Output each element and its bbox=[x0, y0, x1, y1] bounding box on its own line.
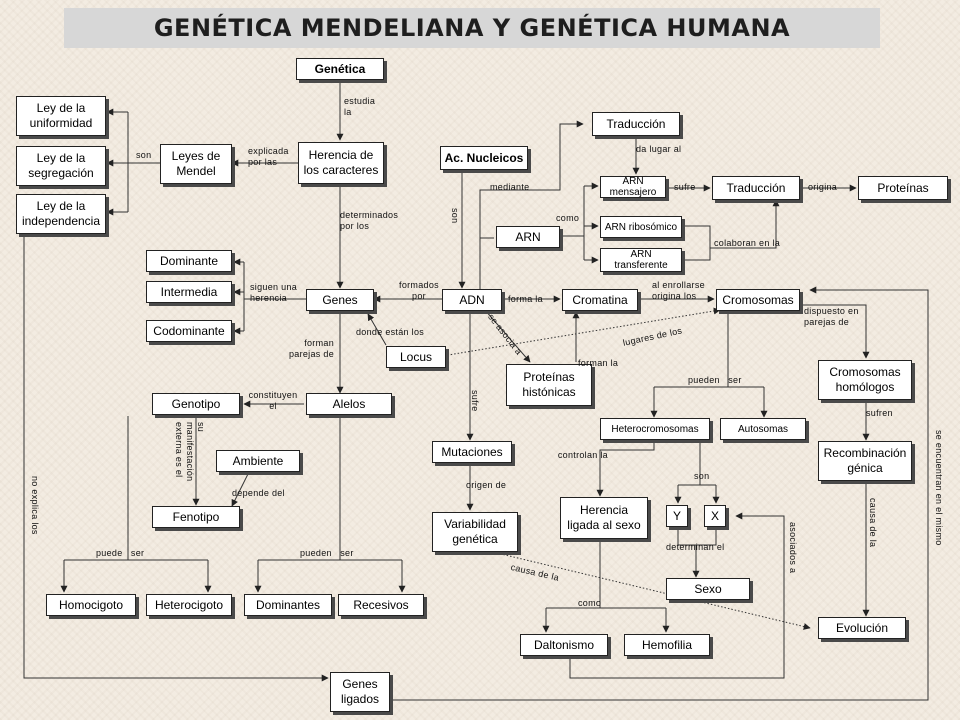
label-colaboran-en-la: colaboran en la bbox=[714, 238, 781, 248]
node-ambiente: Ambiente bbox=[216, 450, 300, 472]
node-arn: ARN bbox=[496, 226, 560, 248]
label-no-explica-los: no explica los bbox=[30, 476, 40, 535]
node-mutaciones: Mutaciones bbox=[432, 441, 512, 463]
label-sufre: sufre bbox=[674, 182, 696, 192]
label-pueden-ser-2: pueden ser bbox=[300, 548, 354, 558]
label-depende-del: depende del bbox=[232, 488, 285, 498]
node-ley-segregacion: Ley de la segregación bbox=[16, 146, 106, 186]
node-leyes-mendel: Leyes de Mendel bbox=[160, 144, 232, 184]
label-forma-la: forma la bbox=[508, 294, 543, 304]
label-causa-de-la-v: causa de la bbox=[868, 498, 878, 548]
node-arn-ribosomico: ARN ribosómico bbox=[600, 216, 682, 238]
label-como: como bbox=[556, 213, 580, 223]
node-cromatina: Cromatina bbox=[562, 289, 638, 311]
label-donde-estan-los: donde están los bbox=[356, 327, 425, 337]
label-estudia-la: estudia la bbox=[344, 96, 376, 117]
label-siguen-una-herencia: siguen una herencia bbox=[250, 282, 298, 303]
node-recesivos: Recesivos bbox=[338, 594, 424, 616]
node-herencia-caracteres: Herencia de los caracteres bbox=[298, 142, 384, 184]
node-arn-transferente: ARN transferente bbox=[600, 248, 682, 272]
node-ley-independencia: Ley de la independencia bbox=[16, 194, 106, 234]
node-proteinas: Proteínas bbox=[858, 176, 948, 200]
node-arn-mensajero: ARN mensajero bbox=[600, 176, 666, 198]
node-ley-uniformidad: Ley de la uniformidad bbox=[16, 96, 106, 136]
title-bar: GENÉTICA MENDELIANA Y GENÉTICA HUMANA bbox=[64, 8, 880, 48]
label-origina: origina bbox=[808, 182, 838, 192]
node-genes-ligados: Genes ligados bbox=[330, 672, 390, 712]
node-x: X bbox=[704, 505, 726, 527]
label-su-manifestacion: su manifestación externa es el bbox=[174, 422, 206, 482]
label-da-lugar-al: da lugar al bbox=[636, 144, 682, 154]
label-son-2: son bbox=[694, 471, 710, 481]
label-asociados-a: asociados a bbox=[788, 522, 798, 574]
node-dominante: Dominante bbox=[146, 250, 232, 272]
node-alelos: Alelos bbox=[306, 393, 392, 415]
node-locus: Locus bbox=[386, 346, 446, 368]
node-cromosomas-homologos: Cromosomas homólogos bbox=[818, 360, 912, 400]
label-explicada-por-las: explicada por las bbox=[248, 146, 289, 167]
node-traduccion-top: Traducción bbox=[592, 112, 680, 136]
label-pueden-ser-1: pueden ser bbox=[688, 375, 742, 385]
label-mediante: mediante bbox=[490, 182, 530, 192]
node-autosomas: Autosomas bbox=[720, 418, 806, 440]
label-forman-parejas-de: forman parejas de bbox=[288, 338, 334, 359]
label-son: son bbox=[136, 150, 152, 160]
label-determinan-el: determinan el bbox=[666, 542, 725, 552]
node-evolucion: Evolución bbox=[818, 617, 906, 639]
node-recombinacion-genica: Recombinación génica bbox=[818, 441, 912, 481]
node-variabilidad-genetica: Variabilidad genética bbox=[432, 512, 518, 552]
label-formados-por: formados por bbox=[399, 280, 439, 301]
label-determinados-por-los: determinados por los bbox=[340, 210, 399, 231]
node-sexo: Sexo bbox=[666, 578, 750, 600]
node-ac-nucleicos: Ac. Nucleicos bbox=[440, 146, 528, 170]
node-traduccion-mid: Traducción bbox=[712, 176, 800, 200]
label-forman-la: forman la bbox=[578, 358, 619, 368]
page-title: GENÉTICA MENDELIANA Y GENÉTICA HUMANA bbox=[153, 14, 791, 42]
label-origen-de: origen de bbox=[466, 480, 507, 490]
label-sufren: sufren bbox=[866, 408, 893, 418]
node-genes: Genes bbox=[306, 289, 374, 311]
node-genetica: Genética bbox=[296, 58, 384, 80]
label-al-enrollarse-origina-los: al enrollarse origina los bbox=[652, 280, 705, 301]
label-se-encuentran-en-el-mismo: se encuentran en el mismo bbox=[934, 430, 944, 546]
label-sufre-v: sufre bbox=[470, 390, 480, 412]
label-controlan-la: controlan la bbox=[557, 450, 608, 460]
node-codominante: Codominante bbox=[146, 320, 232, 342]
node-cromosomas: Cromosomas bbox=[716, 289, 800, 311]
label-constituyen-el: constituyen el bbox=[248, 390, 298, 411]
label-dispuesto-en-parejas-de: dispuesto en parejas de bbox=[804, 306, 859, 327]
node-intermedia: Intermedia bbox=[146, 281, 232, 303]
node-herencia-ligada-sexo: Herencia ligada al sexo bbox=[560, 497, 648, 539]
label-como-2: como bbox=[578, 598, 602, 608]
node-heterocromosomas: Heterocromosomas bbox=[600, 418, 710, 440]
node-dominantes: Dominantes bbox=[244, 594, 332, 616]
node-heterocigoto: Heterocigoto bbox=[146, 594, 232, 616]
node-adn: ADN bbox=[442, 289, 502, 311]
node-proteinas-histonicas: Proteínas histónicas bbox=[506, 364, 592, 406]
label-son-v: son bbox=[450, 208, 460, 224]
node-y: Y bbox=[666, 505, 688, 527]
node-hemofilia: Hemofilia bbox=[624, 634, 710, 656]
node-homocigoto: Homocigoto bbox=[46, 594, 136, 616]
node-daltonismo: Daltonismo bbox=[520, 634, 608, 656]
label-puede-ser: puede ser bbox=[96, 548, 145, 558]
node-genotipo: Genotipo bbox=[152, 393, 240, 415]
node-fenotipo: Fenotipo bbox=[152, 506, 240, 528]
